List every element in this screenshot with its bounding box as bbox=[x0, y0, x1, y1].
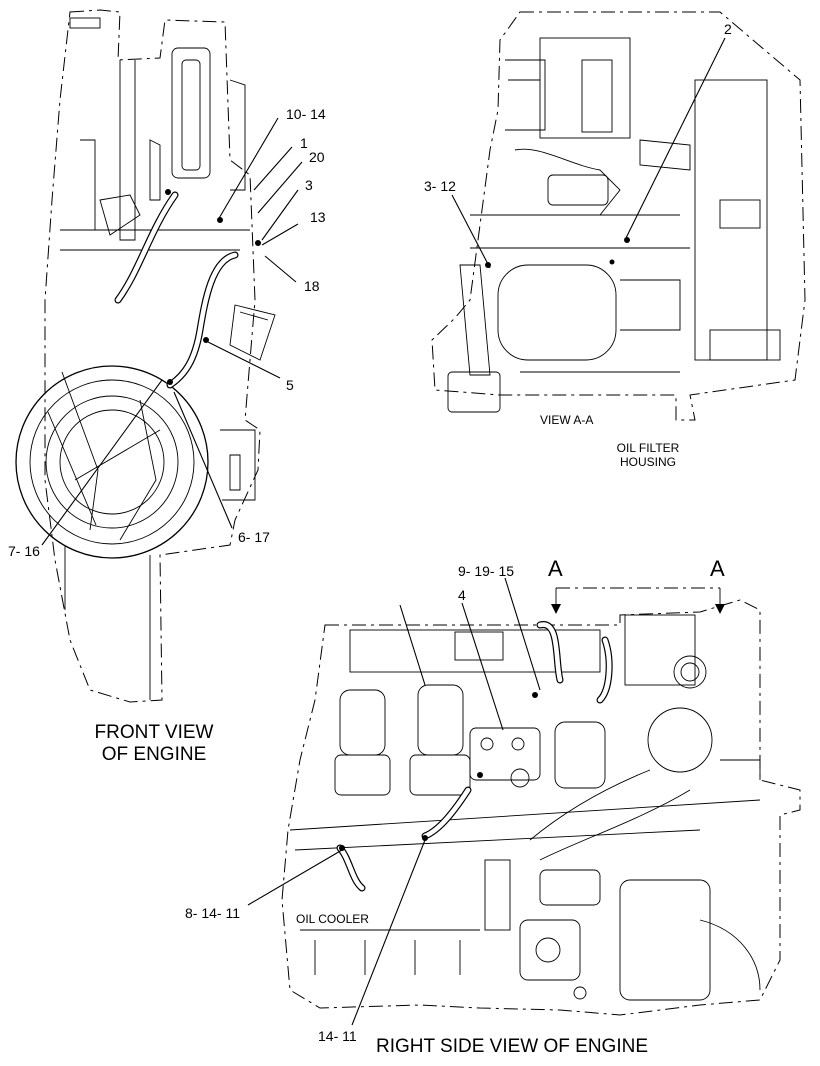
callout-6-17: 6- 17 bbox=[238, 529, 270, 545]
cylinder-2 bbox=[417, 684, 464, 756]
callout-3: 3 bbox=[305, 177, 313, 193]
right-side-leaders bbox=[247, 577, 541, 1026]
view-aa-label: VIEW A-A bbox=[540, 413, 593, 427]
front-valve-cover bbox=[171, 47, 211, 179]
callout-20: 20 bbox=[309, 149, 325, 165]
callout-18: 18 bbox=[304, 278, 320, 294]
right-side-caption: RIGHT SIDE VIEW OF ENGINE bbox=[376, 1036, 648, 1057]
turbo-housing bbox=[624, 614, 696, 686]
oil-cooler-label: OIL COOLER bbox=[296, 912, 369, 926]
callout-13: 13 bbox=[310, 209, 326, 225]
front-view-leaders bbox=[41, 117, 303, 546]
callout-2: 2 bbox=[724, 21, 732, 37]
callout-9-19-15: 9- 19- 15 bbox=[458, 563, 514, 579]
front-view-caption-line1: FRONT VIEW bbox=[95, 722, 214, 743]
turbo-wheel bbox=[647, 707, 713, 773]
oil-cooler-pipe bbox=[484, 859, 511, 931]
oil-filter bbox=[619, 879, 711, 1001]
cylinder-3 bbox=[554, 721, 606, 789]
callout-1: 1 bbox=[300, 135, 308, 151]
callout-5: 5 bbox=[286, 377, 294, 393]
fan-shroud bbox=[15, 365, 209, 559]
cylinder-1 bbox=[339, 689, 386, 756]
valve-cover bbox=[349, 629, 601, 673]
view-aa-housing bbox=[694, 79, 768, 361]
section-marker-left: A bbox=[548, 556, 563, 581]
oil-filter-housing-line1: OIL FILTER bbox=[617, 441, 680, 455]
callout-3-12: 3- 12 bbox=[424, 178, 456, 194]
callout-10-14: 10- 14 bbox=[286, 106, 326, 122]
fuel-filter-block bbox=[469, 727, 541, 781]
right-side-illustration bbox=[281, 587, 801, 1016]
view-aa-illustration bbox=[431, 11, 806, 421]
callout-8-14-11: 8- 14- 11 bbox=[185, 905, 240, 921]
front-view-illustration bbox=[15, 9, 276, 703]
filter-canister bbox=[229, 304, 276, 361]
section-marker-right: A bbox=[710, 556, 725, 581]
callout-4: 4 bbox=[458, 587, 466, 603]
view-aa-leaders bbox=[451, 37, 726, 269]
callout-14-11: 14- 11 bbox=[318, 1028, 357, 1044]
view-aa-block bbox=[539, 37, 631, 139]
view-aa-pump bbox=[497, 264, 617, 361]
front-view-caption-line2: OF ENGINE bbox=[102, 744, 207, 765]
callout-7-16: 7- 16 bbox=[8, 543, 40, 559]
oil-filter-housing-line2: HOUSING bbox=[620, 455, 676, 469]
